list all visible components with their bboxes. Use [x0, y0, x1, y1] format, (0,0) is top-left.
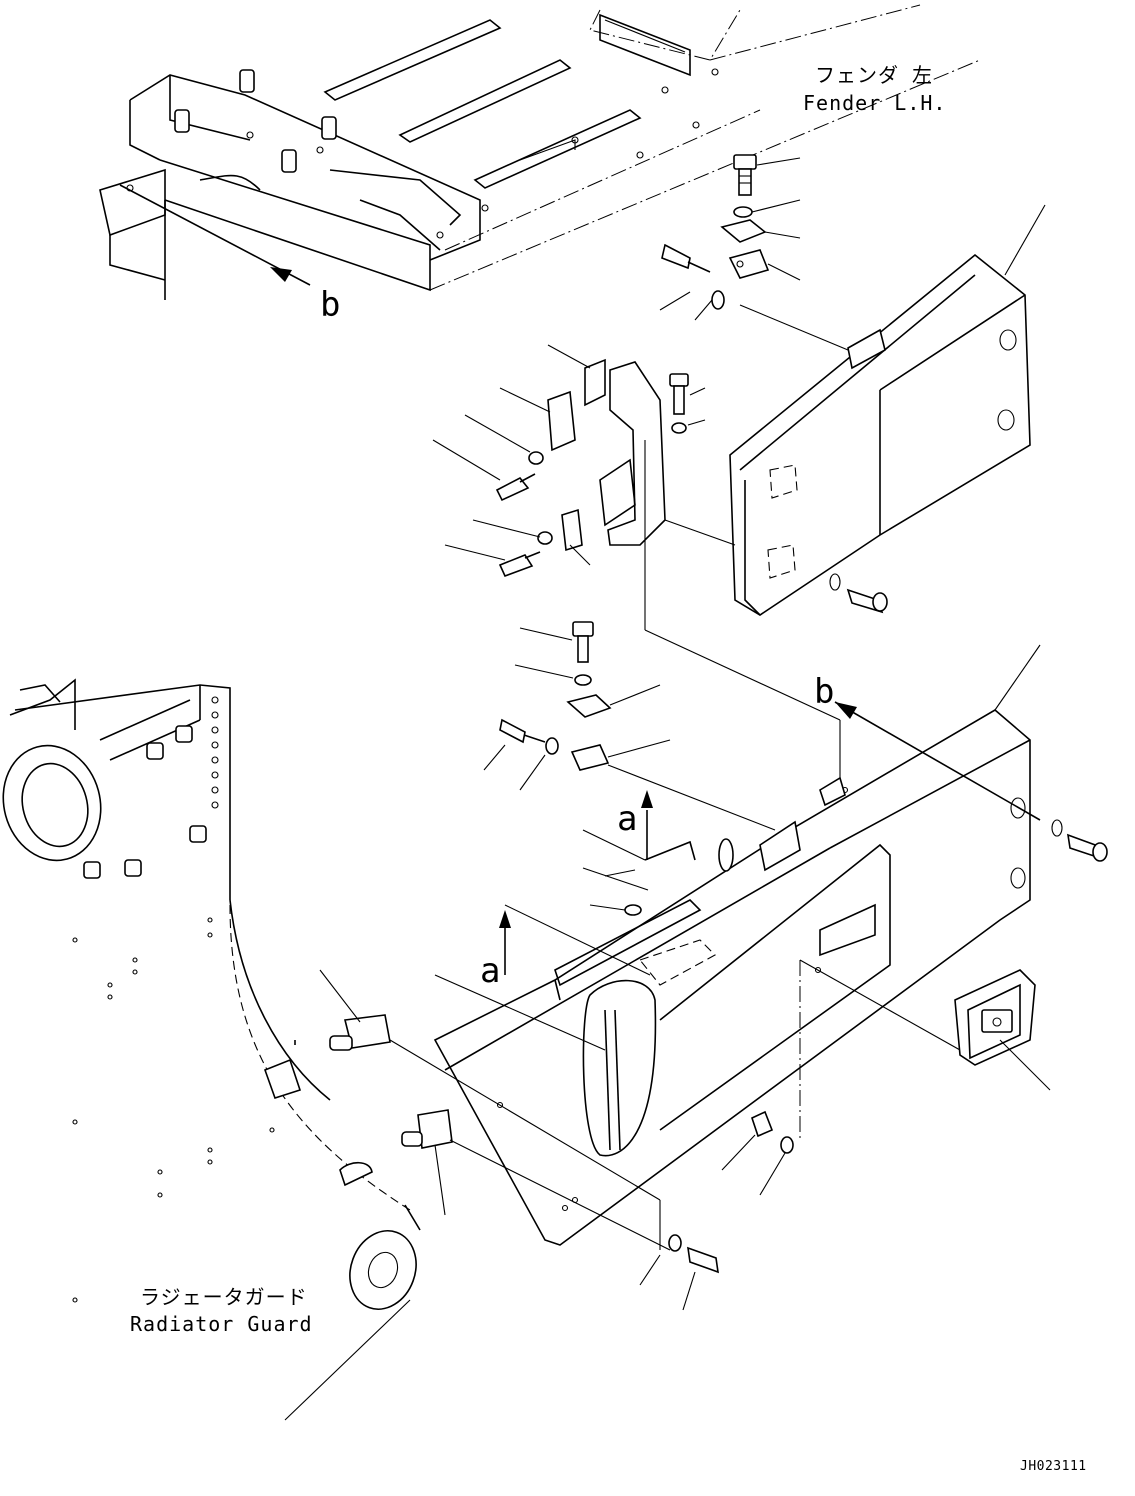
radiator-guard-label-en: Radiator Guard — [130, 1312, 313, 1336]
guard-bosses — [83, 725, 207, 879]
view-marker-a-lower: a — [480, 951, 500, 991]
fender-side-panel — [729, 204, 1046, 616]
support-rod — [499, 790, 734, 976]
middle-clip-hardware — [483, 621, 776, 831]
fender-frame-assembly — [99, 4, 981, 300]
fender-label-jp: フェンダ 左 — [815, 63, 933, 87]
latch-handle — [954, 969, 1051, 1091]
mounting-boss — [174, 69, 337, 173]
fender-label-en: Fender L.H. — [803, 91, 946, 115]
middle-bracket-assembly — [432, 344, 841, 790]
radiator-guard-panel — [433, 644, 1041, 1246]
nut-washer — [721, 1110, 794, 1196]
view-marker-b-top: b — [320, 285, 340, 325]
hinge-pins — [319, 969, 719, 1311]
guard-holes — [72, 696, 275, 1303]
upper-clip-hardware — [659, 154, 861, 356]
view-marker-b-right: b — [814, 672, 834, 712]
view-marker-a-upper: a — [617, 799, 637, 839]
radiator-guard-frame — [2, 678, 421, 1421]
radiator-guard-label-jp: ラジェータガード — [140, 1285, 308, 1309]
view-b-arrow-right — [834, 701, 1108, 862]
frame-holes — [126, 68, 719, 239]
drawing-code: JH023111 — [1020, 1459, 1087, 1474]
